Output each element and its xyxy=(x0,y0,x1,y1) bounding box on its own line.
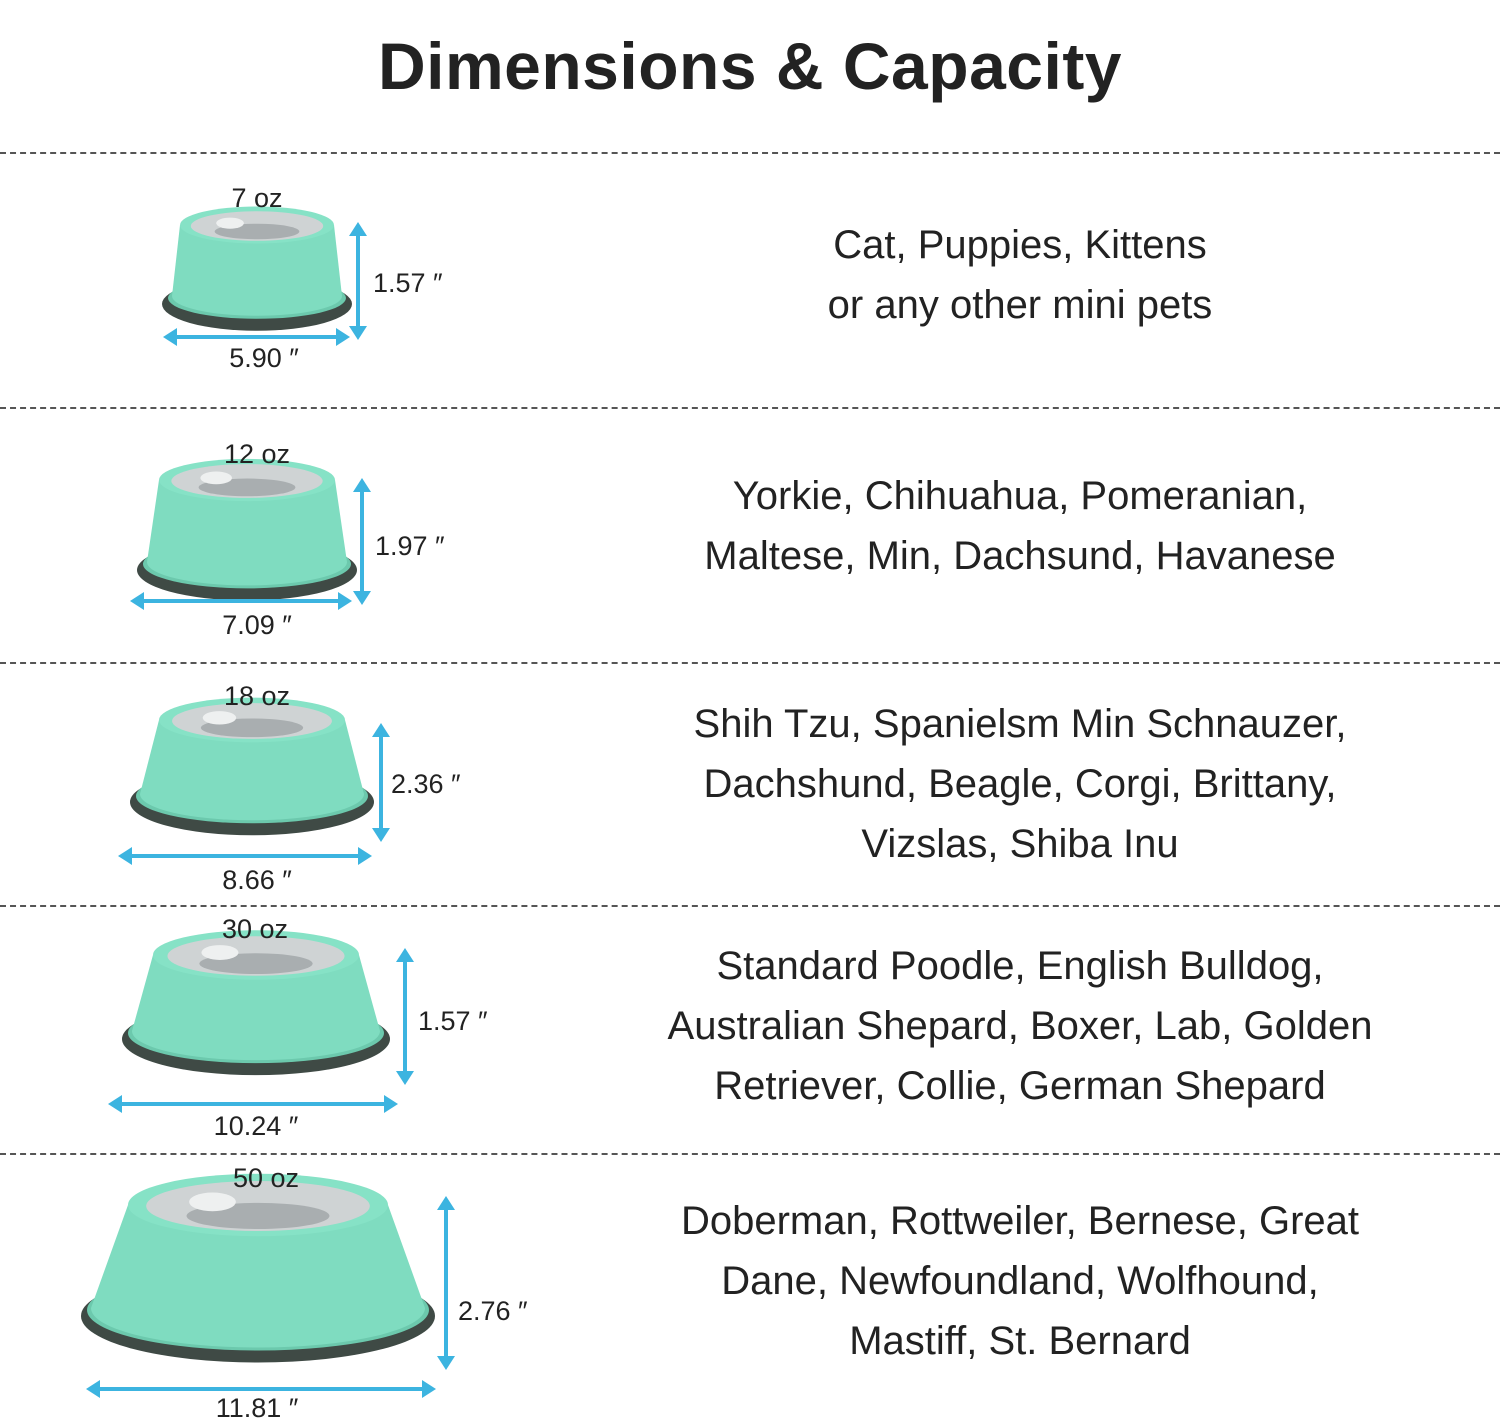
page-title: Dimensions & Capacity xyxy=(377,29,1123,103)
arrow-head xyxy=(118,847,132,865)
bowl-body xyxy=(91,1205,425,1348)
breed-line: Vizslas, Shiba Inu xyxy=(861,822,1179,866)
capacity-label: 50 oz xyxy=(232,1163,300,1193)
height-label: 1.57 ″ xyxy=(373,268,443,298)
breed-list: Yorkie, Chihuahua, Pomeranian, Maltese, … xyxy=(560,466,1480,586)
arrow-head xyxy=(349,326,367,340)
arrow-head xyxy=(422,1380,436,1398)
breed-list: Cat, Puppies, Kittens or any other mini … xyxy=(560,215,1480,335)
bowl-icon xyxy=(162,206,352,331)
bowl-icon xyxy=(137,458,357,601)
arrow-head xyxy=(437,1356,455,1370)
height-arrow xyxy=(437,1196,455,1370)
arrow-head xyxy=(353,591,371,605)
capacity-label: 12 oz xyxy=(223,439,291,469)
arrow-head xyxy=(349,222,367,236)
bowl-steel-highlight xyxy=(200,471,233,485)
width-arrow xyxy=(108,1095,398,1113)
bowl-steel-highlight xyxy=(189,1192,236,1212)
capacity-label: 18 oz xyxy=(223,681,291,711)
height-arrow xyxy=(353,478,371,605)
height-arrow xyxy=(372,723,390,842)
arrow-head xyxy=(86,1380,100,1398)
arrow-head xyxy=(437,1196,455,1210)
arrow-head xyxy=(384,1095,398,1113)
height-arrow xyxy=(349,222,367,340)
bowl-body xyxy=(147,480,347,586)
breed-line: Dachshund, Beagle, Corgi, Brittany, xyxy=(703,762,1337,806)
breed-line: Australian Shepard, Boxer, Lab, Golden xyxy=(667,1004,1373,1048)
divider xyxy=(0,662,1500,664)
breed-line: Dane, Newfoundland, Wolfhound, xyxy=(721,1259,1319,1303)
arrow-head xyxy=(353,478,371,492)
height-arrow xyxy=(396,948,414,1085)
arrow-head xyxy=(130,592,144,610)
arrow-head xyxy=(358,847,372,865)
bowl-steel-highlight xyxy=(216,217,244,229)
width-label: 11.81 ″ xyxy=(215,1393,299,1423)
breed-line: Shih Tzu, Spanielsm Min Schnauzer, xyxy=(693,702,1347,746)
breed-line: Cat, Puppies, Kittens xyxy=(833,223,1207,267)
height-label: 2.76 ″ xyxy=(458,1296,528,1326)
bowl-icon xyxy=(122,930,390,1076)
arrow-head xyxy=(336,328,350,346)
width-label: 5.90 ″ xyxy=(229,343,299,373)
capacity-label: 30 oz xyxy=(221,914,289,944)
bowl-icon xyxy=(130,697,374,836)
width-arrow xyxy=(130,592,352,610)
breed-line: Doberman, Rottweiler, Bernese, Great xyxy=(680,1199,1360,1243)
arrow-head xyxy=(396,1071,414,1085)
arrow-head xyxy=(163,328,177,346)
arrow-head xyxy=(372,723,390,737)
breed-list: Doberman, Rottweiler, Bernese, Great Dan… xyxy=(560,1191,1480,1371)
width-label: 10.24 ″ xyxy=(213,1111,299,1141)
divider xyxy=(0,1153,1500,1155)
height-label: 1.57 ″ xyxy=(418,1006,488,1036)
divider xyxy=(0,152,1500,154)
divider xyxy=(0,407,1500,409)
width-arrow xyxy=(118,847,372,865)
breed-line: Mastiff, St. Bernard xyxy=(849,1319,1191,1363)
width-label: 7.09 ″ xyxy=(222,610,292,640)
bowl-icon xyxy=(81,1173,435,1363)
bowl-steel-highlight xyxy=(202,711,237,725)
arrow-head xyxy=(396,948,414,962)
breed-list: Standard Poodle, English Bulldog, Austra… xyxy=(560,936,1480,1116)
arrow-head xyxy=(338,592,352,610)
bowl-body xyxy=(132,955,380,1061)
breed-line: Standard Poodle, English Bulldog, xyxy=(716,944,1324,988)
height-label: 2.36 ″ xyxy=(391,769,461,799)
width-arrow xyxy=(86,1380,436,1398)
bowl-steel-highlight xyxy=(201,945,239,960)
bowl-body xyxy=(140,720,364,821)
height-label: 1.97 ″ xyxy=(375,531,445,561)
breed-line: Yorkie, Chihuahua, Pomeranian, xyxy=(732,474,1308,518)
breed-line: or any other mini pets xyxy=(827,283,1213,327)
arrow-head xyxy=(108,1095,122,1113)
breed-list: Shih Tzu, Spanielsm Min Schnauzer, Dachs… xyxy=(560,694,1480,874)
breed-line: Maltese, Min, Dachsund, Havanese xyxy=(704,534,1336,578)
breed-line: Retriever, Collie, German Shepard xyxy=(714,1064,1326,1108)
capacity-label: 7 oz xyxy=(231,183,283,213)
width-label: 8.66 ″ xyxy=(222,865,292,895)
divider xyxy=(0,905,1500,907)
width-arrow xyxy=(163,328,350,346)
arrow-head xyxy=(372,828,390,842)
bowl-body xyxy=(172,225,342,316)
